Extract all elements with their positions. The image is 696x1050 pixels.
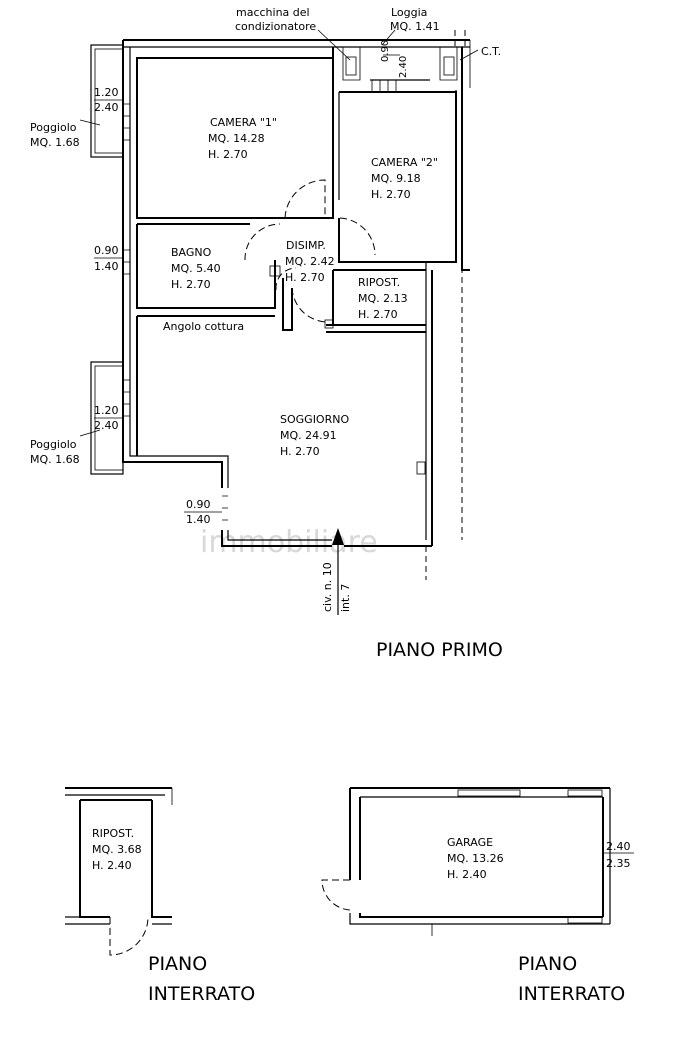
- interrato-ripost-title-2: INTERRATO: [148, 983, 255, 1005]
- garage-height: H. 2.40: [447, 868, 487, 881]
- loggia-height: 2.40: [398, 56, 409, 78]
- disimp-height: H. 2.70: [285, 271, 325, 284]
- disimp-name: DISIMP.: [286, 239, 326, 252]
- garage-area: MQ. 13.26: [447, 852, 504, 865]
- watermark: immobiliare: [200, 525, 378, 560]
- poggiolo-top-name: Poggiolo: [30, 121, 77, 134]
- camera1-height: H. 2.70: [208, 148, 248, 161]
- camera2-name: CAMERA "2": [371, 156, 438, 169]
- piano-primo-doors: [244, 179, 376, 323]
- soggiorno-height: H. 2.70: [280, 445, 320, 458]
- camera1-area: MQ. 14.28: [208, 132, 265, 145]
- interrato-ripost-name: RIPOST.: [92, 827, 134, 840]
- disimp-area: MQ. 2.42: [285, 255, 335, 268]
- entrance-civ: civ. n. 10: [321, 562, 334, 612]
- poggiolo-top-width: 1.20: [94, 86, 119, 99]
- soggiorno-window-width: 0.90: [186, 498, 211, 511]
- bagno-name: BAGNO: [171, 246, 212, 259]
- loggia-area: MQ. 1.41: [390, 20, 440, 33]
- piano-primo-walls: [90, 30, 471, 580]
- interrato-garage-walls: [321, 787, 634, 936]
- garage-name: GARAGE: [447, 836, 493, 849]
- interrato-ripost-height: H. 2.40: [92, 859, 132, 872]
- poggiolo-bottom-height: 2.40: [94, 419, 119, 432]
- soggiorno-window-height: 1.40: [186, 513, 211, 526]
- poggiolo-bottom-name: Poggiolo: [30, 438, 77, 451]
- piano-primo-title: PIANO PRIMO: [376, 639, 503, 661]
- ripost-name: RIPOST.: [358, 276, 400, 289]
- loggia-width: 0.90: [380, 40, 391, 62]
- ripost-height: H. 2.70: [358, 308, 398, 321]
- angolo-cottura-label: Angolo cottura: [163, 320, 244, 333]
- interrato-ripost-title-1: PIANO: [148, 953, 207, 975]
- camera1-name: CAMERA "1": [210, 116, 277, 129]
- soggiorno-name: SOGGIORNO: [280, 413, 349, 426]
- poggiolo-top-area: MQ. 1.68: [30, 136, 80, 149]
- ct-label: C.T.: [481, 45, 501, 58]
- entrance-int: int. 7: [339, 584, 352, 612]
- poggiolo-bottom-area: MQ. 1.68: [30, 453, 80, 466]
- entrance-arrow: [332, 528, 344, 615]
- garage-width: 2.40: [606, 840, 631, 853]
- camera2-height: H. 2.70: [371, 188, 411, 201]
- interrato-ripost-area: MQ. 3.68: [92, 843, 142, 856]
- poggiolo-top-height: 2.40: [94, 101, 119, 114]
- loggia-name: Loggia: [391, 6, 427, 19]
- interrato-ripost-walls: [65, 787, 173, 956]
- garage-depth: 2.35: [606, 857, 631, 870]
- macchina-label-2: condizionatore: [235, 20, 316, 33]
- macchina-label-1: macchina del: [236, 6, 310, 19]
- ripost-area: MQ. 2.13: [358, 292, 408, 305]
- bagno-window-height: 1.40: [94, 260, 119, 273]
- camera2-area: MQ. 9.18: [371, 172, 421, 185]
- leader-lines: [79, 29, 479, 513]
- bagno-window-width: 0.90: [94, 244, 119, 257]
- poggiolo-bottom-width: 1.20: [94, 404, 119, 417]
- bagno-area: MQ. 5.40: [171, 262, 221, 275]
- bagno-height: H. 2.70: [171, 278, 211, 291]
- interrato-garage-title-1: PIANO: [518, 953, 577, 975]
- interrato-garage-title-2: INTERRATO: [518, 983, 625, 1005]
- soggiorno-area: MQ. 24.91: [280, 429, 337, 442]
